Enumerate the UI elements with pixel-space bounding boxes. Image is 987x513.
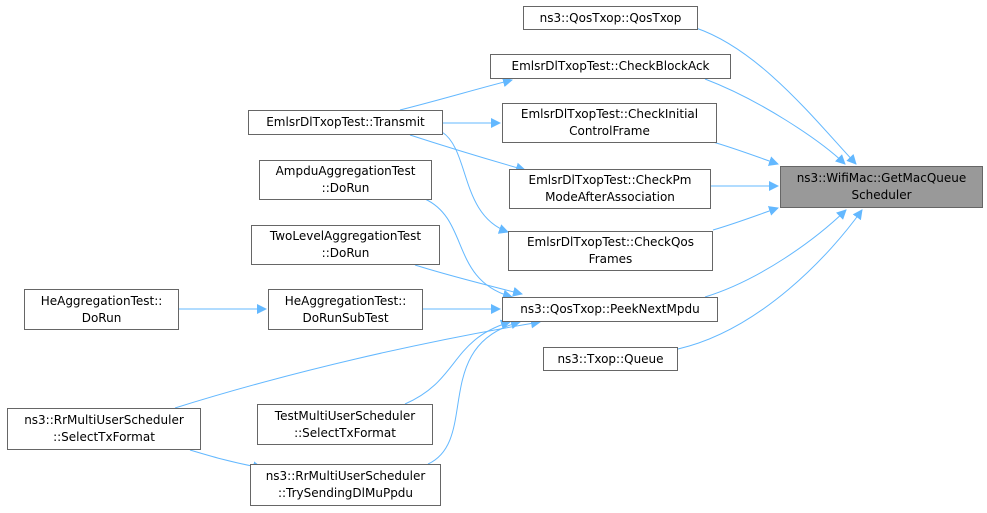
- node-label-line2: ::DoRun: [321, 181, 370, 195]
- node-label-line1: ns3::WifiMac::GetMacQueue: [796, 171, 967, 185]
- edge-rrselect-to-peek: [174, 318, 541, 409]
- node-label-line1: HeAggregationTest::: [284, 293, 407, 308]
- node-label-line2: ControlFrame: [569, 124, 650, 138]
- node-rrmultiuserscheduler-trysendingdlmuppdu[interactable]: ns3::RrMultiUserScheduler ::TrySendingDl…: [250, 464, 441, 506]
- node-qostxop-peeknextmpdu[interactable]: ns3::QosTxop::PeekNextMpdu: [502, 297, 718, 322]
- node-qostxop-qostxop[interactable]: ns3::QosTxop::QosTxop: [523, 6, 698, 30]
- node-label-line1: TwoLevelAggregationTest: [269, 229, 422, 243]
- node-heaggregationtest-dorun[interactable]: HeAggregationTest:: DoRun: [24, 289, 179, 330]
- node-label-line1: TestMultiUserScheduler: [274, 408, 416, 423]
- node-label-line2: Scheduler: [851, 188, 912, 202]
- node-label-line2: ::TrySendingDlMuPpdu: [277, 486, 414, 500]
- edge-ampdu-to-peek: [424, 198, 513, 300]
- node-label: EmlsrDlTxopTest::CheckBlockAck: [511, 59, 710, 73]
- node-label-line1: EmlsrDlTxopTest::CheckQos: [526, 235, 695, 249]
- node-label-line1: AmpduAggregationTest: [275, 164, 416, 178]
- node-emlsr-checkqosframes[interactable]: EmlsrDlTxopTest::CheckQos Frames: [508, 231, 713, 271]
- edge-checkinitial-to-getmacqueue: [712, 141, 779, 166]
- edge-peek-to-getmacqueue: [704, 209, 847, 298]
- edge-rrtry-to-peek: [427, 319, 521, 465]
- node-label-line2: ::DoRun: [321, 246, 370, 260]
- node-label-line2: ::SelectTxFormat: [53, 430, 155, 444]
- node-ampduaggregationtest-dorun[interactable]: AmpduAggregationTest ::DoRun: [259, 160, 432, 200]
- node-label-line2: ::SelectTxFormat: [294, 425, 396, 440]
- node-label-line2: ModeAfterAssociation: [545, 190, 675, 204]
- node-label-line2: DoRunSubTest: [302, 310, 389, 325]
- edge-checkblock-to-getmacqueue: [704, 78, 846, 165]
- node-rrmultiuserscheduler-selecttxformat[interactable]: ns3::RrMultiUserScheduler ::SelectTxForm…: [7, 408, 201, 450]
- node-testmultiuserscheduler-selecttxformat[interactable]: TestMultiUserScheduler ::SelectTxFormat: [257, 404, 433, 445]
- edge-transmit-to-checkblock: [399, 77, 513, 111]
- node-heaggregationtest-dorunsubtest[interactable]: HeAggregationTest:: DoRunSubTest: [268, 289, 423, 330]
- node-label-line1: HeAggregationTest::: [40, 293, 163, 308]
- edge-twolevel-to-peek: [414, 264, 523, 297]
- node-label-line2: DoRun: [81, 310, 122, 325]
- node-twolevelaggregationtest-dorun[interactable]: TwoLevelAggregationTest ::DoRun: [251, 225, 440, 265]
- edge-txop-to-getmacqueue: [677, 209, 863, 350]
- edge-testmu-to-peek: [404, 319, 511, 405]
- node-label: ns3::Txop::Queue: [557, 351, 664, 366]
- node-emlsr-checkpmmodeafterassociation[interactable]: EmlsrDlTxopTest::CheckPm ModeAfterAssoci…: [509, 169, 711, 209]
- node-txop-queue[interactable]: ns3::Txop::Queue: [543, 347, 678, 371]
- node-label-line1: EmlsrDlTxopTest::CheckPm: [528, 173, 692, 187]
- node-emlsr-checkblockack[interactable]: EmlsrDlTxopTest::CheckBlockAck: [490, 54, 731, 79]
- node-label-line1: ns3::RrMultiUserScheduler: [265, 469, 426, 483]
- edge-qostxop-to-getmacqueue: [695, 27, 857, 165]
- node-label: ns3::QosTxop::PeekNextMpdu: [520, 302, 700, 316]
- node-label: EmlsrDlTxopTest::Transmit: [266, 115, 425, 129]
- node-label: ns3::QosTxop::QosTxop: [539, 10, 682, 25]
- node-label-line2: Frames: [588, 252, 633, 266]
- node-emlsr-checkinitialcontrolframe[interactable]: EmlsrDlTxopTest::CheckInitial ControlFra…: [502, 103, 717, 143]
- node-emlsr-transmit[interactable]: EmlsrDlTxopTest::Transmit: [248, 110, 443, 135]
- node-label-line1: ns3::RrMultiUserScheduler: [24, 413, 184, 427]
- node-label-line1: EmlsrDlTxopTest::CheckInitial: [520, 107, 699, 121]
- node-focus-getmacqueuescheduler: ns3::WifiMac::GetMacQueue Scheduler: [780, 166, 983, 208]
- edge-transmit-to-checkqos: [441, 131, 509, 234]
- edge-checkqos-to-getmacqueue: [712, 206, 779, 231]
- edge-transmit-to-checkpm: [409, 134, 526, 173]
